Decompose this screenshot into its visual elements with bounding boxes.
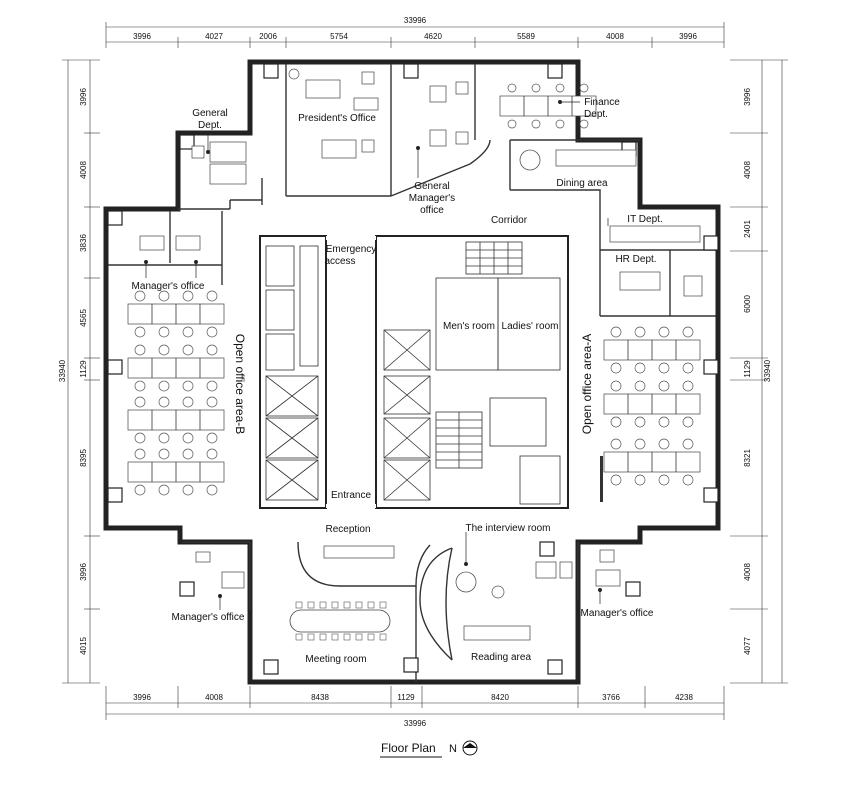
label-finance-dept-2: Dept. [584,109,608,120]
label-general-dept-1: General [192,108,228,119]
structural-columns [107,63,719,675]
leader-lines [144,100,609,610]
label-president-office: President's Office [298,113,376,124]
label-gm-office-1: General [414,181,450,192]
right-elevators [383,329,431,501]
label-it-dept: IT Dept. [627,214,662,225]
label-managers-office-se: Manager's office [581,608,654,619]
label-hr-dept: HR Dept. [615,254,656,265]
top-dim-1: 3996 [133,32,151,41]
label-interview-room: The interview room [465,523,550,534]
nw-manager-furniture [139,235,201,251]
open-office-b-furniture [127,290,225,496]
bottom-dim-4: 1129 [397,693,415,702]
left-dim-8: 4015 [79,637,88,655]
label-mens-room: Men's room [443,321,495,332]
left-elevators [265,375,319,501]
label-emergency-1: Emergency [326,244,377,255]
left-dim-1: 3996 [79,88,88,106]
room-labels: President's Office General Dept. General… [132,97,663,665]
sw-manager-furniture [195,551,245,589]
left-dim-6: 8395 [79,449,88,467]
right-dim-5: 1129 [743,360,752,378]
top-dim-2: 4027 [205,32,223,41]
left-dim-2: 4008 [79,161,88,179]
label-open-office-a: Open office area-A [580,334,594,435]
bottom-dim-5: 8420 [491,693,509,702]
top-dim-6: 5589 [517,32,535,41]
bottom-dim-6: 3766 [602,693,620,702]
right-dim-3: 2401 [743,220,752,238]
right-dim-4: 6000 [743,295,752,313]
top-dim-4: 5754 [330,32,348,41]
bottom-total-dim: 33996 [404,719,427,728]
label-meeting-room: Meeting room [305,654,366,665]
left-dimensions: 3996 4008 3836 4565 1129 8395 3996 4015 … [58,88,88,655]
top-dimensions: 33996 3996 4027 2006 5754 4620 5589 4008… [133,16,697,41]
left-dim-7: 3996 [79,563,88,581]
label-managers-office-nw: Manager's office [132,281,205,292]
right-total-dim: 33940 [763,359,772,382]
bottom-dimensions: 3996 4008 8438 1129 8420 3766 4238 33996 [133,693,693,728]
right-dim-2: 4008 [743,161,752,179]
label-managers-office-sw: Manager's office [172,612,245,623]
label-general-dept-2: Dept. [198,120,222,131]
north-arrow-icon [462,740,478,756]
label-gm-office-2: Manager's [409,193,455,204]
south-stair [435,397,561,505]
se-manager-furniture [595,549,621,587]
reception-desk [323,545,395,559]
building-core [259,235,569,509]
reading-area-furniture [455,561,573,641]
label-emergency-2: access [324,256,355,267]
label-open-office-b: Open office area-B [233,334,247,435]
top-total-dim: 33996 [404,16,427,25]
north-stair [465,241,523,275]
dimension-lines [62,22,788,720]
bottom-dim-2: 4008 [205,693,223,702]
north-label: N [449,743,457,755]
floor-plan-title: Floor Plan [381,741,436,755]
left-dim-5: 1129 [79,360,88,378]
label-reception: Reception [325,524,370,535]
left-dim-3: 3836 [79,234,88,252]
north-furniture [191,68,637,185]
bottom-dim-7: 4238 [675,693,693,702]
top-dim-5: 4620 [424,32,442,41]
top-dim-8: 3996 [679,32,697,41]
left-total-dim: 33940 [58,359,67,382]
open-office-a-furniture [600,326,701,502]
label-reading-area: Reading area [471,652,531,663]
bottom-dim-3: 8438 [311,693,329,702]
label-finance-dept-1: Finance [584,97,620,108]
top-dim-7: 4008 [606,32,624,41]
ne-it-hr-furniture [609,225,703,297]
right-dimensions: 3996 4008 2401 6000 1129 8321 4008 4077 … [743,88,772,655]
label-entrance: Entrance [331,490,371,501]
label-ladies-room: Ladies' room [502,321,559,332]
plan-title: Floor Plan N [380,740,478,758]
label-gm-office-3: office [420,205,444,216]
meeting-table [289,601,391,641]
label-dining-area: Dining area [556,178,608,189]
right-dim-7: 4008 [743,563,752,581]
right-dim-8: 4077 [743,637,752,655]
left-dim-4: 4565 [79,309,88,327]
bottom-dim-1: 3996 [133,693,151,702]
right-dim-6: 8321 [743,449,752,467]
right-dim-1: 3996 [743,88,752,106]
label-corridor: Corridor [491,215,528,226]
top-dim-3: 2006 [259,32,277,41]
